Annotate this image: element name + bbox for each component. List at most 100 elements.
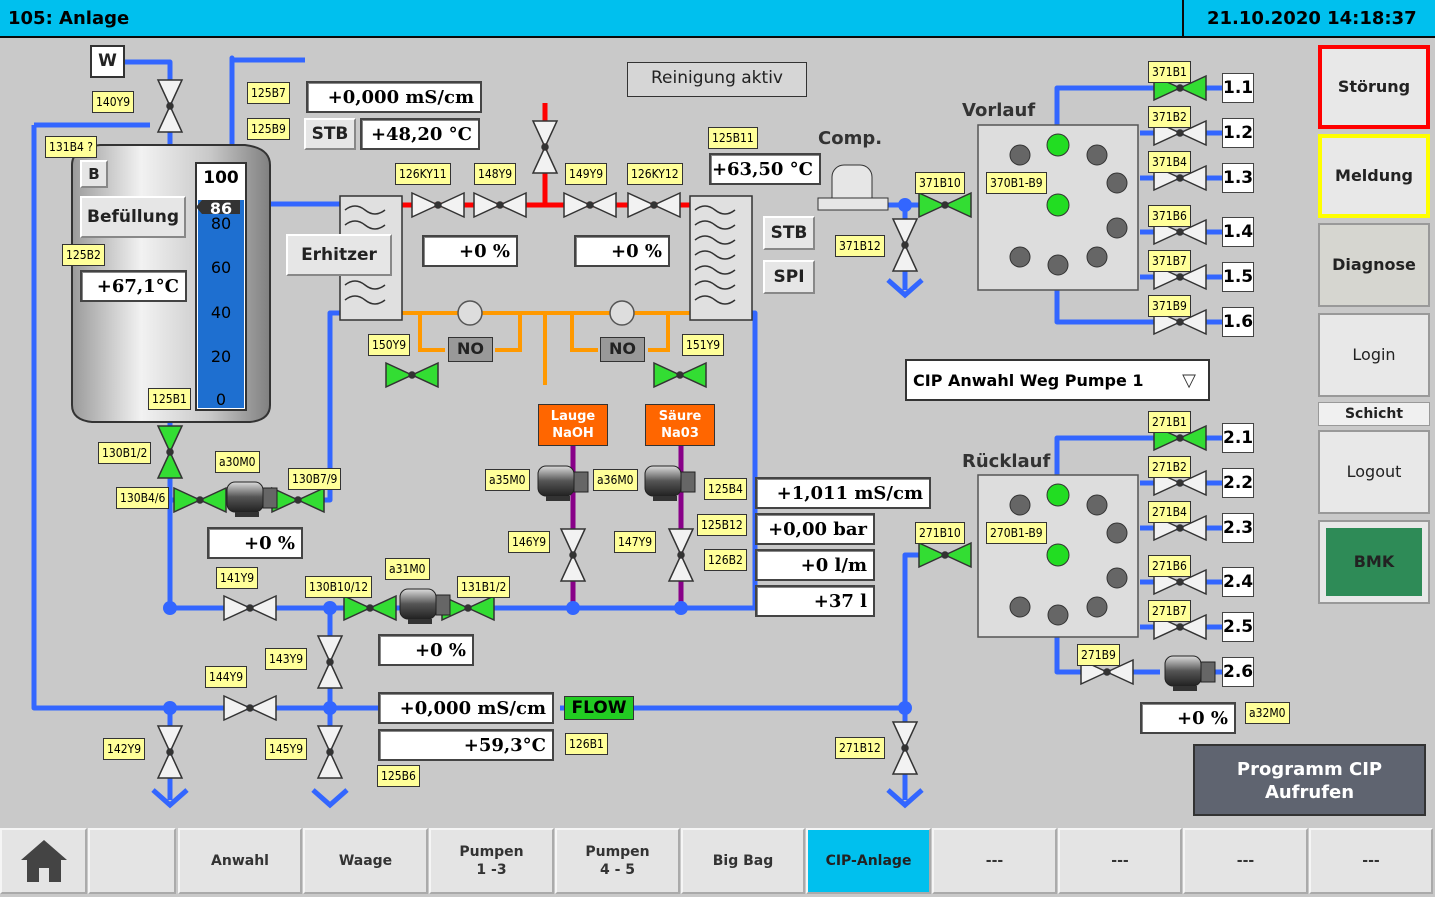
ruecklauf-output-5[interactable]: 2.5 [1222, 612, 1254, 642]
v271b12-valve[interactable] [891, 721, 919, 775]
v148y9-valve[interactable] [473, 191, 527, 219]
ruecklauf-output-3[interactable]: 2.3 [1222, 513, 1254, 543]
tag-151y9: 151Y9 [682, 334, 725, 356]
program-cip-button[interactable]: Programm CIP Aufrufen [1193, 744, 1426, 816]
tab-6[interactable]: Big Bag [681, 828, 805, 894]
vorlauf-output-5[interactable]: 1.5 [1222, 262, 1254, 292]
return-conductivity: +0,000 mS/cm [378, 692, 554, 724]
tab-8[interactable]: --- [932, 828, 1057, 894]
v150y9-valve[interactable] [385, 361, 439, 389]
vorlauf-sensor-5: 371B7 [1148, 250, 1191, 272]
heater-valve-right-percent: +0 % [574, 235, 670, 267]
tank-scale-0: 0 [215, 390, 227, 409]
water-button[interactable]: W [90, 45, 125, 78]
ruecklauf-output-4[interactable]: 2.4 [1222, 567, 1254, 597]
v151y9-valve[interactable] [653, 361, 707, 389]
tab-2[interactable]: Anwahl [178, 828, 302, 894]
v140y9-valve[interactable] [156, 79, 184, 133]
tab-10[interactable]: --- [1183, 828, 1308, 894]
login-button[interactable]: Login [1318, 313, 1430, 397]
v149y9-valve[interactable] [563, 191, 617, 219]
tag-145y9: 145Y9 [265, 738, 308, 760]
v271b10-valve[interactable] [918, 541, 972, 569]
vorlauf-output-1[interactable]: 1.1 [1222, 73, 1254, 103]
ruecklauf-output-2[interactable]: 2.2 [1222, 468, 1254, 498]
v147y9-valve[interactable] [667, 528, 695, 582]
no-valve-left[interactable]: NO [448, 337, 493, 362]
tab-3[interactable]: Waage [303, 828, 428, 894]
vorlauf-output-3[interactable]: 1.3 [1222, 163, 1254, 193]
tag-150y9: 150Y9 [368, 334, 411, 356]
v371b12-valve[interactable] [891, 218, 919, 272]
tag-125b1: 125B1 [148, 388, 191, 410]
bmk-button[interactable]: BMK [1318, 520, 1430, 604]
diagnose-button[interactable]: Diagnose [1318, 223, 1430, 307]
comp-spi-button[interactable]: SPI [763, 260, 815, 294]
flow-indicator: FLOW [564, 696, 634, 720]
pump-a35-motor-icon[interactable] [537, 465, 589, 501]
v271b9-valve[interactable] [1080, 658, 1134, 686]
pump-a32-motor-icon[interactable] [1164, 655, 1216, 691]
heater-conductivity: +0,000 mS/cm [306, 81, 482, 113]
v130b1-valve[interactable] [156, 425, 184, 479]
v371b10-valve[interactable] [918, 191, 972, 219]
v141y9-valve[interactable] [223, 594, 277, 622]
tank-b-button[interactable]: B [80, 160, 108, 188]
tag-125b6: 125B6 [377, 765, 420, 787]
stoerung-button[interactable]: Störung [1318, 45, 1430, 129]
tag-126b2: 126B2 [704, 549, 747, 571]
v143y9-valve[interactable] [316, 635, 344, 689]
no-valve-right[interactable]: NO [600, 337, 645, 362]
vorlauf-sensor-1: 371B1 [1148, 61, 1191, 83]
v142y9-valve[interactable] [156, 725, 184, 779]
v126ky11-valve[interactable] [411, 191, 465, 219]
vorlauf-manifold-label: 370B1-B9 [986, 172, 1047, 194]
tag-148y9: 148Y9 [474, 163, 517, 185]
v146y9-valve[interactable] [559, 528, 587, 582]
vorlauf-output-4[interactable]: 1.4 [1222, 217, 1254, 247]
ruecklauf-output-1[interactable]: 2.1 [1222, 423, 1254, 453]
tag-144y9: 144Y9 [205, 666, 248, 688]
cip-route-dropdown[interactable]: CIP Anwahl Weg Pumpe 1 ▽ [905, 359, 1210, 401]
v-top-valve[interactable] [531, 120, 559, 174]
tab-5[interactable]: Pumpen 4 - 5 [555, 828, 680, 894]
v130b7-valve[interactable] [271, 486, 325, 514]
v145y9-valve[interactable] [316, 725, 344, 779]
tab-empty[interactable] [88, 828, 176, 894]
tab-4[interactable]: Pumpen 1 -3 [429, 828, 554, 894]
fill-button[interactable]: Befüllung [80, 196, 186, 238]
vorlauf-sensor-2: 371B2 [1148, 106, 1191, 128]
supply-pressure: +0,00 bar [755, 513, 875, 545]
tab-11[interactable]: --- [1309, 828, 1433, 894]
lauge-tank[interactable]: Lauge NaOH [538, 404, 608, 446]
tab-label: --- [1362, 853, 1380, 869]
pump-a31-motor-icon[interactable] [399, 588, 451, 624]
ruecklauf-sensor-5: 271B7 [1148, 600, 1191, 622]
heater-valve-left-percent: +0 % [422, 235, 518, 267]
ruecklauf-output-6[interactable]: 2.6 [1222, 657, 1254, 687]
tab-7[interactable]: CIP-Anlage [806, 828, 931, 894]
chevron-down-icon[interactable]: ▽ [1182, 370, 1196, 391]
tab-9[interactable]: --- [1058, 828, 1182, 894]
v130b10-valve[interactable] [343, 594, 397, 622]
tab-label: Anwahl [211, 853, 269, 869]
logout-button[interactable]: Logout [1318, 430, 1430, 514]
pump-a36-motor-icon[interactable] [644, 465, 696, 501]
heater-stb-button[interactable]: STB [304, 118, 356, 150]
heater-button[interactable]: Erhitzer [286, 234, 392, 276]
comp-stb-button[interactable]: STB [763, 216, 815, 250]
v144y9-valve[interactable] [223, 694, 277, 722]
home-button[interactable] [0, 828, 87, 894]
saeure-tank[interactable]: Säure Na03 [645, 404, 715, 446]
v130b4-valve[interactable] [173, 486, 227, 514]
ruecklauf-sensor-4: 271B6 [1148, 555, 1191, 577]
v126ky12-valve[interactable] [627, 191, 681, 219]
tag-149y9: 149Y9 [565, 163, 608, 185]
tag-141y9: 141Y9 [216, 567, 259, 589]
meldung-button[interactable]: Meldung [1318, 134, 1430, 218]
vorlauf-output-6[interactable]: 1.6 [1222, 307, 1254, 337]
vorlauf-output-2[interactable]: 1.2 [1222, 118, 1254, 148]
pump-a30-motor-icon[interactable] [226, 481, 278, 517]
ruecklauf-sensor-6: 271B9 [1077, 644, 1120, 666]
